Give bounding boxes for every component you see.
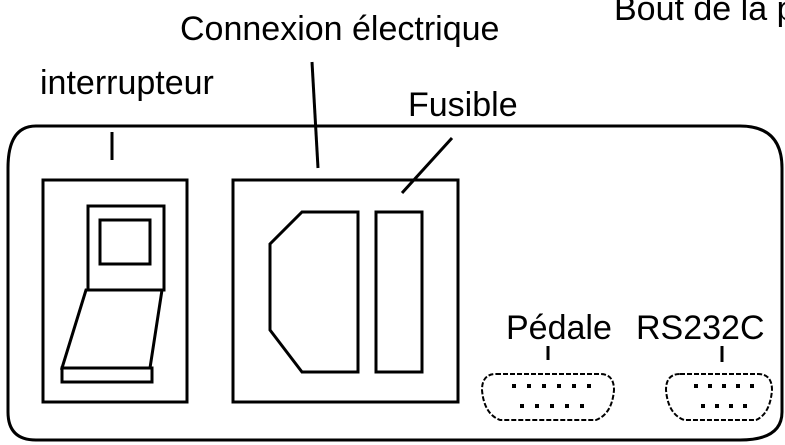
label-fuse: Fusible [408, 86, 518, 124]
label-power-connection: Connexion électrique [180, 10, 499, 48]
pedal-connector-pins [512, 384, 591, 408]
power-inlet-block [231, 178, 460, 404]
switch-housing [41, 178, 189, 404]
panel-outline [6, 124, 784, 442]
power-switch [41, 178, 189, 404]
top-right-label-fragment: Bout de la p [614, 0, 785, 28]
switch-rocker [59, 288, 164, 370]
label-pedal: Pédale [506, 309, 612, 347]
power-inlet-socket [268, 210, 360, 374]
power-inlet-housing [231, 178, 460, 404]
switch-window [98, 218, 152, 266]
pedal-connector [480, 373, 616, 421]
leader-line-power-connection [310, 61, 320, 169]
rs232c-connector-pins [694, 384, 754, 408]
label-rs232c: RS232C [636, 309, 765, 347]
rs232c-connector [664, 373, 774, 421]
pedal-connector-shell [480, 373, 616, 421]
fuse-holder [374, 210, 424, 374]
rs232c-connector-shell [664, 373, 774, 421]
label-switch: interrupteur [40, 64, 214, 102]
leader-line-fuse [400, 136, 454, 195]
switch-base [60, 366, 154, 384]
